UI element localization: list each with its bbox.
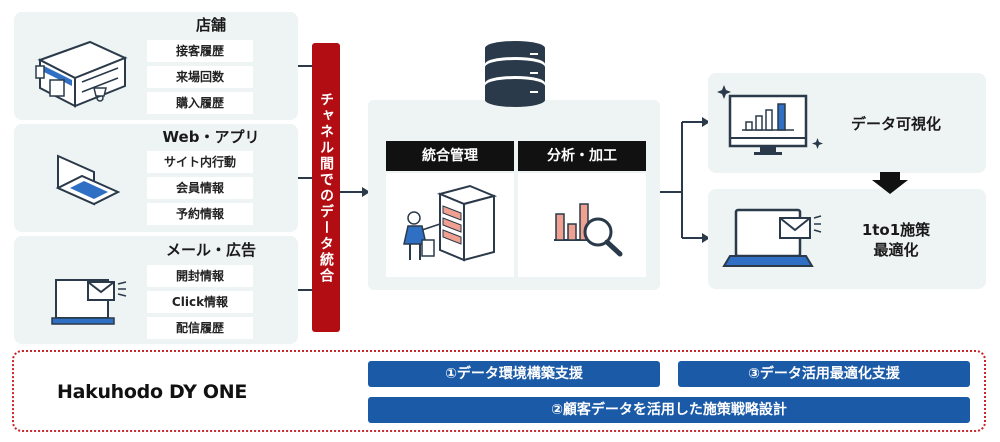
web-item-2: 会員情報	[147, 177, 253, 199]
channel-integration-bar: チャネル間でのデータ統合	[312, 43, 340, 332]
mail-item-3: 配信履歴	[147, 317, 253, 339]
support-data-environment: ①データ環境構築支援	[368, 361, 660, 387]
mail-item-1: 開封情報	[147, 265, 253, 287]
optimization-label-line1: 1to1施策	[861, 221, 931, 239]
support-frame	[12, 350, 986, 432]
laptop-mail-icon	[722, 208, 822, 267]
laptop-icon	[55, 154, 121, 206]
store-item-2: 来場回数	[147, 66, 253, 88]
support-strategy-design: ②顧客データを活用した施策戦略設計	[368, 397, 970, 423]
optimization-label-line2: 最適化	[873, 241, 919, 259]
web-app-title: Web・アプリ	[162, 128, 260, 146]
store-item-3: 購入履歴	[147, 92, 253, 114]
mail-item-2: Click情報	[147, 291, 253, 313]
chart-magnifier-icon	[554, 203, 623, 257]
store-item-1: 接客履歴	[147, 40, 253, 62]
support-data-utilization: ③データ活用最適化支援	[678, 361, 970, 387]
company-logo: Hakuhodo DY ONE	[57, 381, 248, 403]
integrated-management-header: 統合管理	[386, 141, 514, 171]
mail-ad-title: メール・広告	[165, 241, 256, 259]
down-arrow-icon	[872, 172, 908, 194]
store-building-icon	[35, 40, 128, 108]
mail-laptop-icon	[51, 279, 127, 325]
visualization-label: データ可視化	[850, 115, 941, 133]
monitor-chart-icon	[717, 85, 823, 155]
store-title: 店舗	[195, 16, 226, 34]
analysis-processing-header: 分析・加工	[518, 141, 646, 171]
server-person-icon	[403, 184, 498, 262]
web-item-3: 予約情報	[147, 203, 253, 225]
database-icon	[485, 41, 545, 107]
web-item-1: サイト内行動	[147, 151, 253, 173]
